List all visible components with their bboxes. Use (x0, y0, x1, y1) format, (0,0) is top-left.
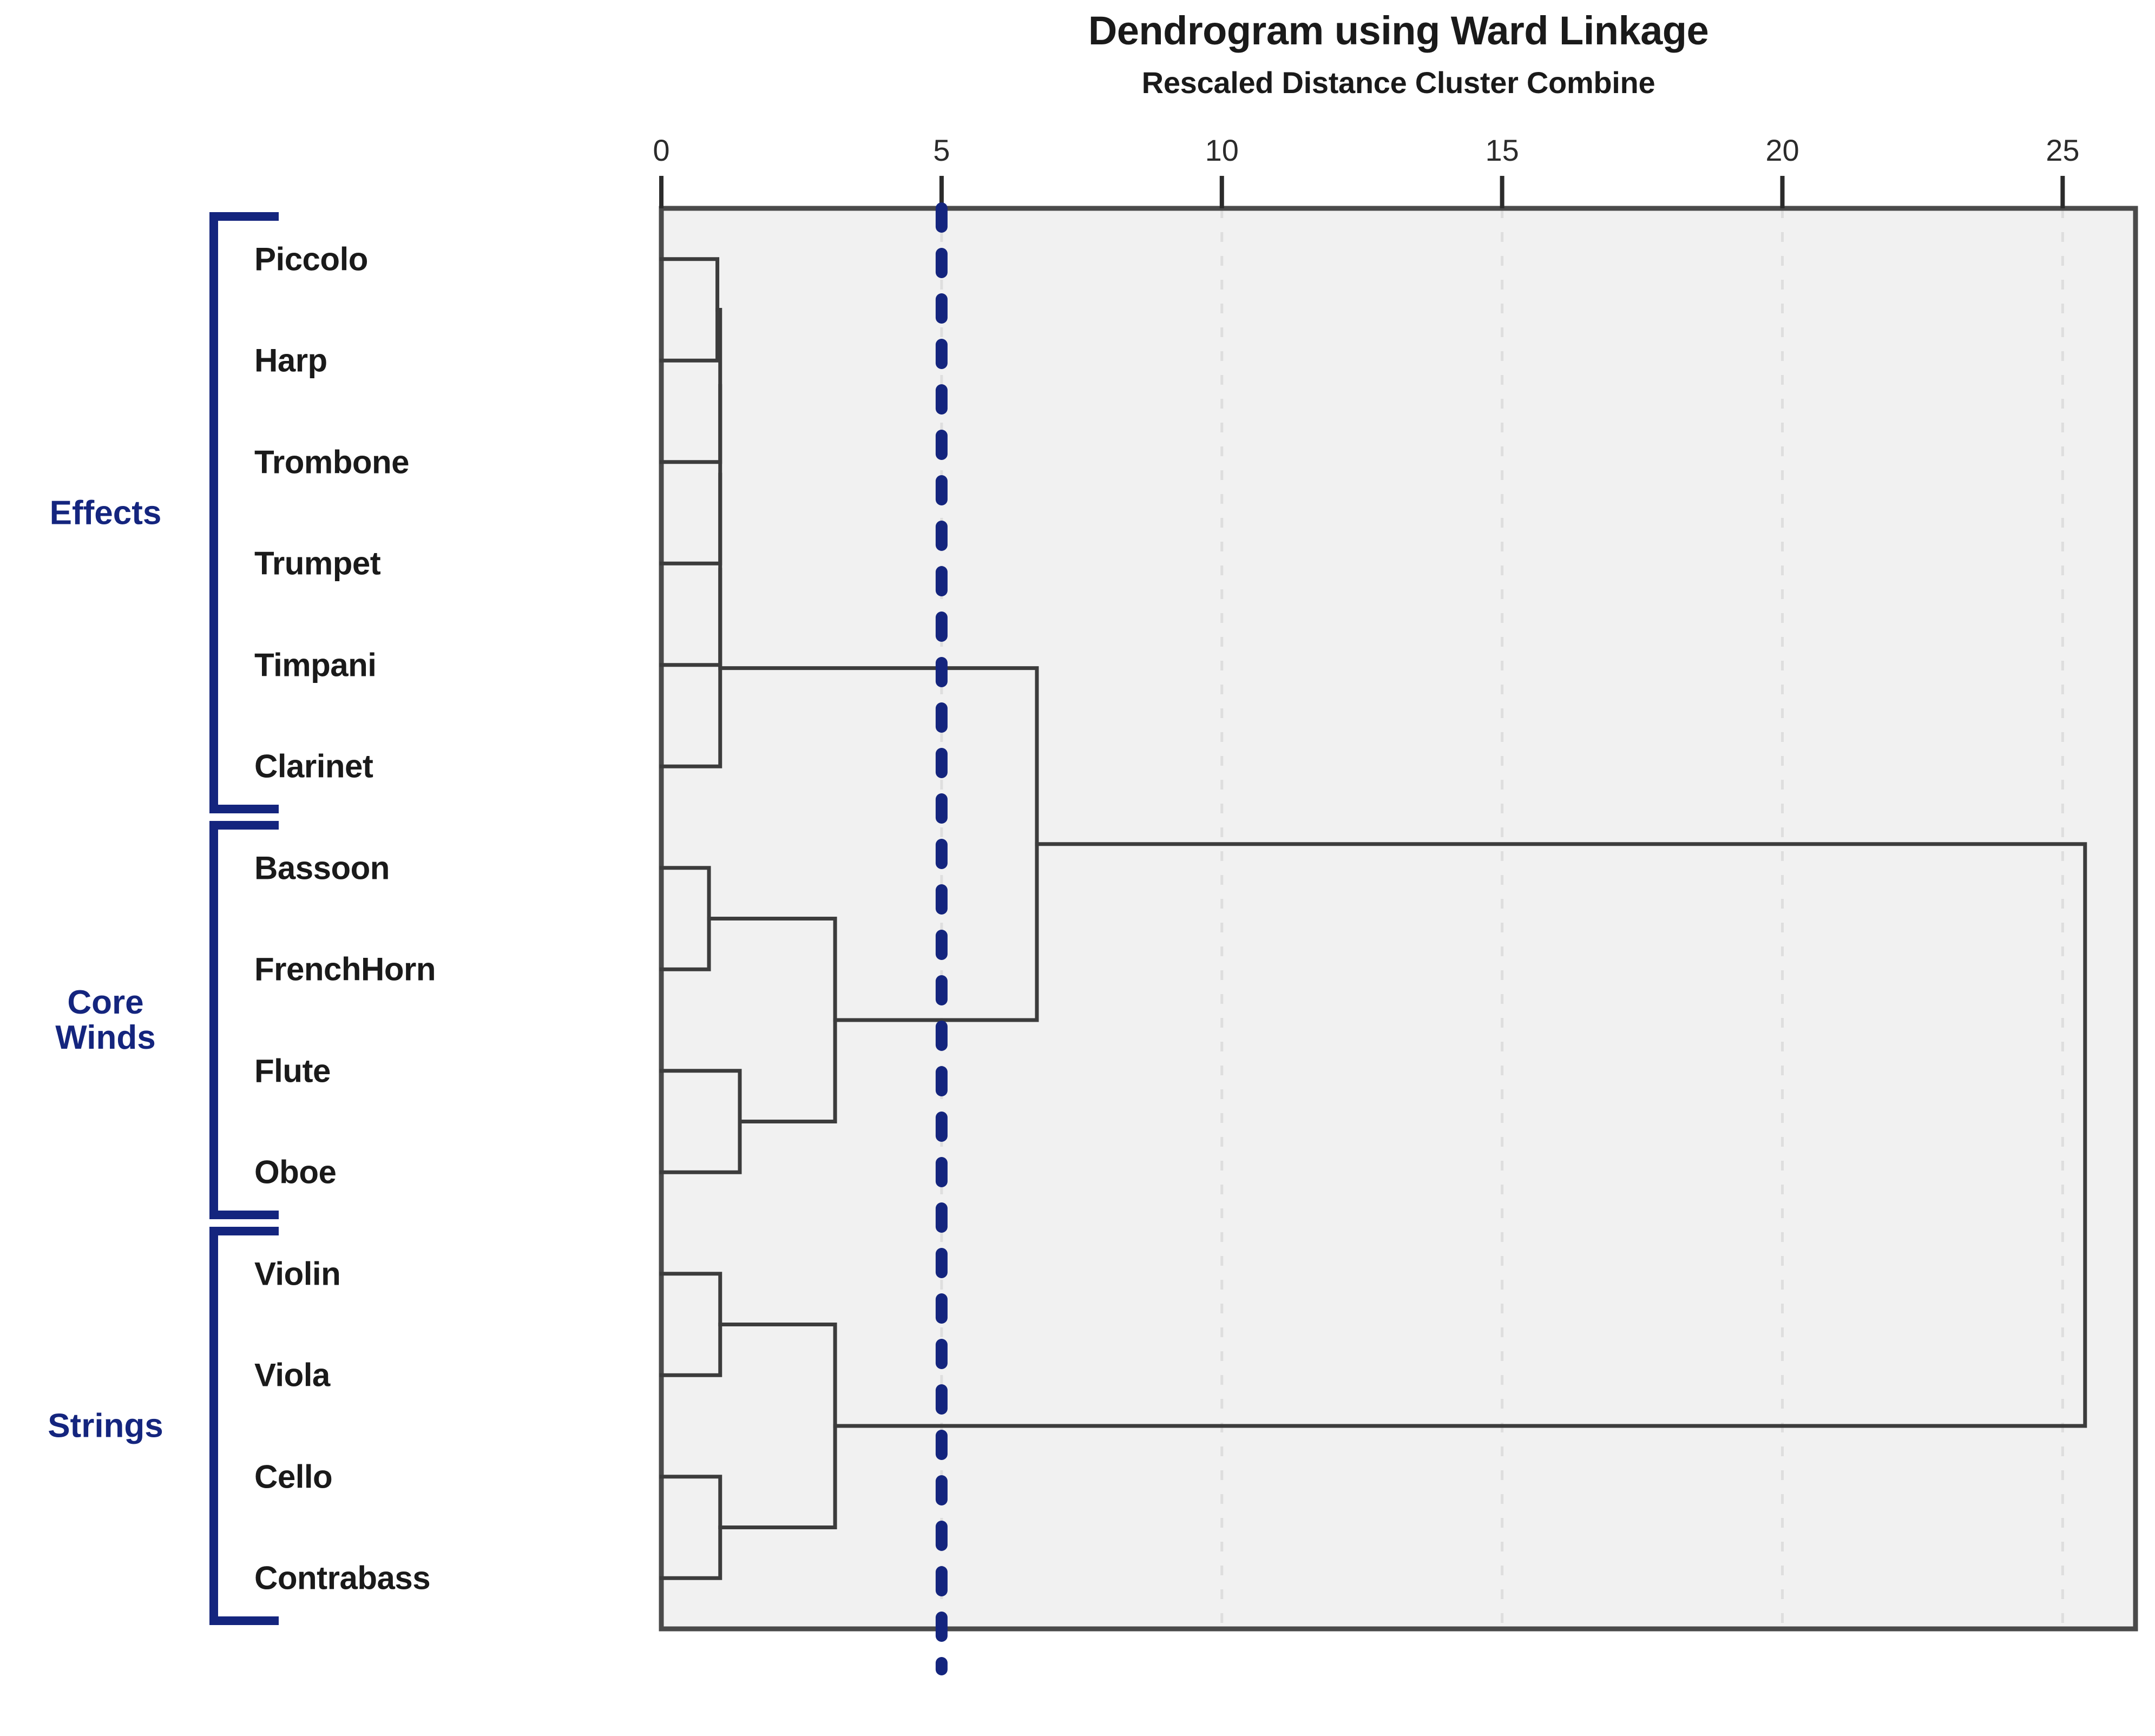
leaf-label-timpani: Timpani (254, 647, 377, 683)
axis-tick-label: 10 (1205, 133, 1239, 167)
leaf-label-piccolo: Piccolo (254, 241, 368, 278)
leaf-label-bassoon: Bassoon (254, 850, 390, 886)
group-label-strings: Strings (48, 1407, 163, 1445)
axis-tick-label: 25 (2046, 133, 2080, 167)
axis-tick-label: 0 (653, 133, 670, 167)
leaf-label-trumpet: Trumpet (254, 545, 381, 582)
leaf-label-trombone: Trombone (254, 444, 410, 481)
dendrogram-links (659, 257, 2087, 1580)
plot-border (659, 206, 2138, 1632)
chart-subtitle: Rescaled Distance Cluster Combine (1141, 65, 1655, 100)
group-label-core-winds: Core Winds (55, 983, 156, 1056)
dendrogram-link-m13 (833, 842, 2087, 1428)
leaf-label-violin: Violin (254, 1255, 341, 1292)
group-bracket-effects (209, 212, 279, 813)
chart-title: Dendrogram using Ward Linkage (1088, 8, 1709, 53)
leaf-label-oboe: Oboe (254, 1154, 337, 1191)
plot-background (661, 208, 2136, 1629)
dendrogram-link-m5 (659, 568, 722, 768)
leaf-label-clarinet: Clarinet (254, 748, 373, 785)
leaf-label-frenchhorn: FrenchHorn (254, 951, 436, 988)
leaf-label-harp: Harp (254, 342, 327, 379)
axis-tick-label: 5 (933, 133, 950, 167)
leaf-label-contrabass: Contrabass (254, 1560, 431, 1596)
group-bracket-strings (209, 1227, 279, 1625)
group-bracket-core-winds (209, 821, 279, 1219)
group-brackets (209, 212, 279, 1625)
axis-tick-label: 15 (1485, 133, 1519, 167)
axis-tickmarks (659, 176, 2065, 208)
axis-tick-label: 20 (1765, 133, 1799, 167)
group-label-effects: Effects (49, 494, 162, 531)
leaf-label-cello: Cello (254, 1458, 333, 1495)
leaf-label-viola: Viola (254, 1357, 330, 1393)
leaf-label-flute: Flute (254, 1053, 331, 1089)
